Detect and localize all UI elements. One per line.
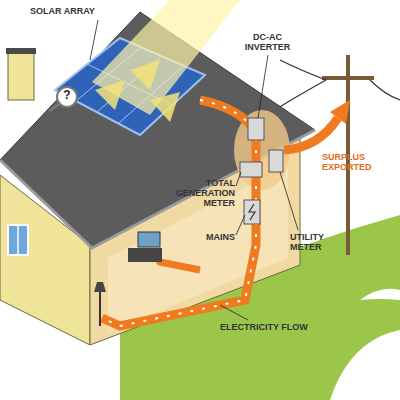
leader-line: [236, 215, 245, 235]
grass-patch: [360, 289, 400, 300]
callout-label: UTILITY METER: [290, 232, 352, 252]
leader-line: [280, 172, 298, 230]
mains-box: [244, 200, 260, 224]
window-frame: [17, 225, 19, 255]
lamp-shade: [94, 282, 106, 292]
callout-label: DC-AC INVERTER: [240, 32, 295, 52]
surplus-arrowhead: [330, 100, 350, 124]
callout-label: SOLAR ARRAY: [30, 6, 120, 16]
appliance: [128, 248, 162, 262]
light-arrow: [95, 80, 125, 110]
leader-line: [220, 305, 248, 320]
callout-label: ELECTRICITY FLOW: [220, 322, 340, 332]
power-wire: [280, 60, 326, 80]
leader-line: [236, 172, 241, 186]
light-arrow: [150, 92, 180, 122]
generation-meter: [240, 162, 262, 177]
callout-label: MAINS: [185, 232, 235, 242]
light-arrow: [130, 60, 160, 90]
leader-line: [90, 20, 98, 60]
lightning-symbol: [249, 204, 255, 220]
utility-meter: [269, 150, 283, 172]
surplus-flow: [284, 118, 338, 150]
electricity-flow-path: [102, 100, 256, 326]
chimney: [8, 52, 34, 100]
magnifier-symbol: ?: [60, 90, 74, 100]
power-wire: [370, 80, 400, 100]
flow-arrows: [102, 100, 256, 326]
leader-line: [258, 55, 268, 118]
chimney-cap: [6, 48, 36, 54]
callout-label: TOTAL GENERATION METER: [160, 178, 235, 208]
inverter: [248, 118, 264, 140]
magnifier-handle: [49, 104, 59, 111]
window: [8, 225, 28, 255]
lamp-stand: [99, 292, 101, 326]
screen: [138, 232, 160, 247]
magnifier: [57, 87, 77, 107]
callout-label: SURPLUS EXPORTED: [322, 152, 384, 172]
grass-patch: [330, 330, 400, 400]
pole-crossbar: [322, 76, 374, 80]
